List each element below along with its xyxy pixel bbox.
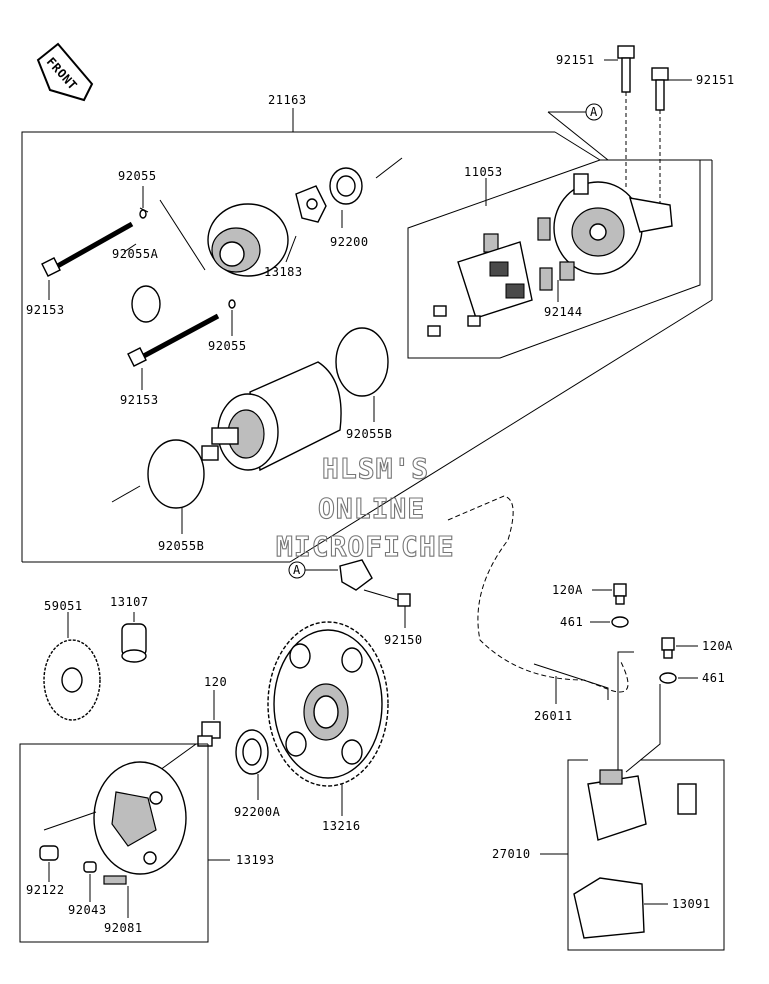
relay-cover-13091: [573, 877, 668, 939]
label-92151-left: 92151: [556, 53, 595, 67]
label-92055A: 92055A: [112, 247, 159, 261]
label-461-right: 461: [702, 671, 725, 685]
washer-461-right: [659, 672, 698, 684]
through-bolt-lower: [127, 313, 220, 390]
label-92200A: 92200A: [234, 805, 281, 819]
label-92151-right: 92151: [696, 73, 735, 87]
label-120: 120: [204, 675, 227, 689]
starter-yoke: [111, 361, 342, 503]
idle-gear-59051: [43, 612, 101, 721]
starter-relay: [587, 651, 697, 841]
label-92055-mid: 92055: [208, 339, 247, 353]
label-120A-top: 120A: [552, 583, 583, 597]
label-120A-right: 120A: [702, 639, 733, 653]
svg-text:A: A: [293, 563, 301, 577]
label-92144: 92144: [544, 305, 583, 319]
watermark-line3: MICROFICHE: [276, 530, 455, 563]
svg-text:A: A: [590, 105, 598, 119]
washer-461-top: [590, 616, 629, 628]
brush-holder-frame: [407, 159, 701, 359]
label-92055B-left: 92055B: [158, 539, 204, 553]
bolt-92151-left: [604, 45, 635, 190]
washer-92200: [329, 157, 403, 205]
label-13216: 13216: [322, 819, 361, 833]
o-ring-92055B-right: [335, 327, 389, 422]
relay-frame: [540, 759, 725, 951]
brush-springs: [483, 217, 575, 291]
label-11053: 11053: [464, 165, 503, 179]
spring-92081: [103, 875, 129, 918]
roller-92122: [39, 845, 59, 882]
watermark-line2: ONLINE: [318, 492, 425, 525]
front-cover: [139, 199, 289, 277]
rear-end-cover: [553, 173, 673, 275]
o-ring-92055B-left: [147, 439, 205, 534]
ref-marker-bottom: A: [288, 561, 338, 579]
label-92043: 92043: [68, 903, 107, 917]
label-13193: 13193: [236, 853, 275, 867]
ref-marker-top: A: [547, 103, 609, 161]
label-13183: 13183: [264, 265, 303, 279]
label-92153-top: 92153: [26, 303, 65, 317]
label-92081: 92081: [104, 921, 143, 935]
bolt-120A-right: [661, 637, 698, 659]
label-13091: 13091: [672, 897, 711, 911]
shaft-13107: [121, 612, 147, 663]
one-way-clutch-frame: [19, 743, 230, 943]
label-59051: 59051: [44, 599, 83, 613]
clutch-gear-13216: [267, 621, 389, 816]
label-461-top: 461: [560, 615, 583, 629]
o-ring-92055-mid: [228, 299, 236, 336]
bolt-120A-top: [592, 583, 627, 605]
washer-92200A: [235, 729, 269, 800]
plunger-92043: [83, 861, 97, 902]
watermark-line1: HLSM'S: [322, 452, 429, 485]
label-27010: 27010: [492, 847, 531, 861]
leader-lines: [123, 210, 559, 302]
label-92122: 92122: [26, 883, 65, 897]
bolt-92151-right: [651, 67, 692, 210]
through-bolt-upper: [41, 221, 134, 300]
part-labels: 21163 92151 92151 11053 92055 92055A 921…: [26, 53, 735, 935]
label-92055B-right: 92055B: [346, 427, 392, 441]
label-26011: 26011: [534, 709, 573, 723]
front-arrow-icon: FRONT: [36, 42, 94, 102]
label-21163: 21163: [268, 93, 307, 107]
o-ring-92055: [139, 186, 147, 219]
brush-plate: [427, 241, 533, 337]
watermark: HLSM'S ONLINE MICROFICHE: [275, 451, 455, 563]
label-92153-mid: 92153: [120, 393, 159, 407]
starter-lead-wire: [339, 495, 629, 704]
label-92200: 92200: [330, 235, 369, 249]
label-92150: 92150: [384, 633, 423, 647]
label-13107: 13107: [110, 595, 149, 609]
label-92055-top: 92055: [118, 169, 157, 183]
washer-13183: [295, 185, 327, 223]
o-ring-92055A: [131, 285, 161, 323]
bolt-120: [159, 690, 221, 771]
